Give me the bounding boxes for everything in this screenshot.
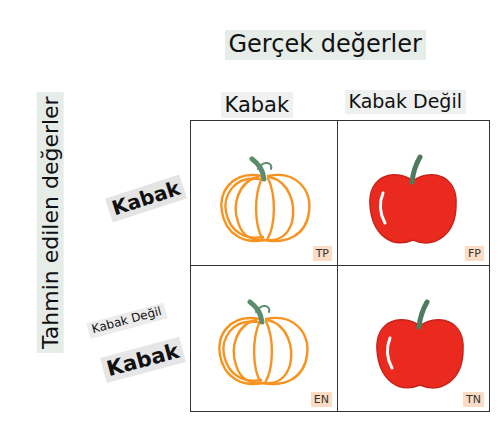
column-header: Kabak bbox=[221, 92, 294, 118]
matrix-cell: FP bbox=[337, 120, 490, 266]
pumpkin-rib bbox=[266, 320, 291, 383]
pumpkin-body bbox=[219, 318, 307, 384]
apple-drawing bbox=[377, 302, 463, 388]
apple-body bbox=[370, 175, 456, 243]
axis-title: Gerçek değerler bbox=[225, 30, 426, 60]
quadrant-code: EN bbox=[311, 392, 332, 407]
pumpkin-drawing bbox=[221, 159, 309, 241]
apple-highlight bbox=[381, 193, 385, 223]
matrix-cell: TN bbox=[337, 265, 490, 412]
row-header: Kabak bbox=[105, 174, 187, 222]
axis-title: Tahmin edilen değerler bbox=[36, 92, 63, 353]
matrix-ground bbox=[190, 120, 490, 412]
matrix-cell: EN bbox=[190, 265, 338, 412]
apple-stem bbox=[419, 302, 427, 327]
row-header: Kabak bbox=[100, 337, 186, 383]
pumpkin-rib bbox=[256, 178, 263, 240]
matrix-cell: TP bbox=[190, 120, 338, 266]
quadrant-code: TP bbox=[313, 246, 332, 261]
row-header: Kabak Değil bbox=[86, 303, 167, 339]
apple-body bbox=[377, 320, 463, 388]
apple-drawing bbox=[370, 157, 456, 243]
pumpkin-outline bbox=[219, 318, 307, 384]
column-header: Kabak Değil bbox=[345, 90, 466, 114]
pumpkin-outline bbox=[221, 175, 309, 241]
pumpkin-tendril bbox=[256, 306, 269, 312]
pumpkin-rib bbox=[234, 320, 260, 383]
quadrant-code: TN bbox=[463, 392, 484, 407]
pumpkin-drawing bbox=[219, 302, 307, 384]
quadrant-code: FP bbox=[465, 246, 484, 261]
pumpkin-rib bbox=[254, 321, 261, 383]
apple-stem bbox=[412, 157, 420, 182]
pumpkin-rib bbox=[268, 177, 293, 240]
apple-highlight bbox=[388, 338, 392, 368]
pumpkin-rib bbox=[265, 321, 272, 383]
pumpkin-body bbox=[221, 175, 309, 241]
pumpkin-rib bbox=[236, 177, 262, 240]
pumpkin-tendril bbox=[258, 163, 271, 169]
pumpkin-rib bbox=[267, 178, 274, 240]
